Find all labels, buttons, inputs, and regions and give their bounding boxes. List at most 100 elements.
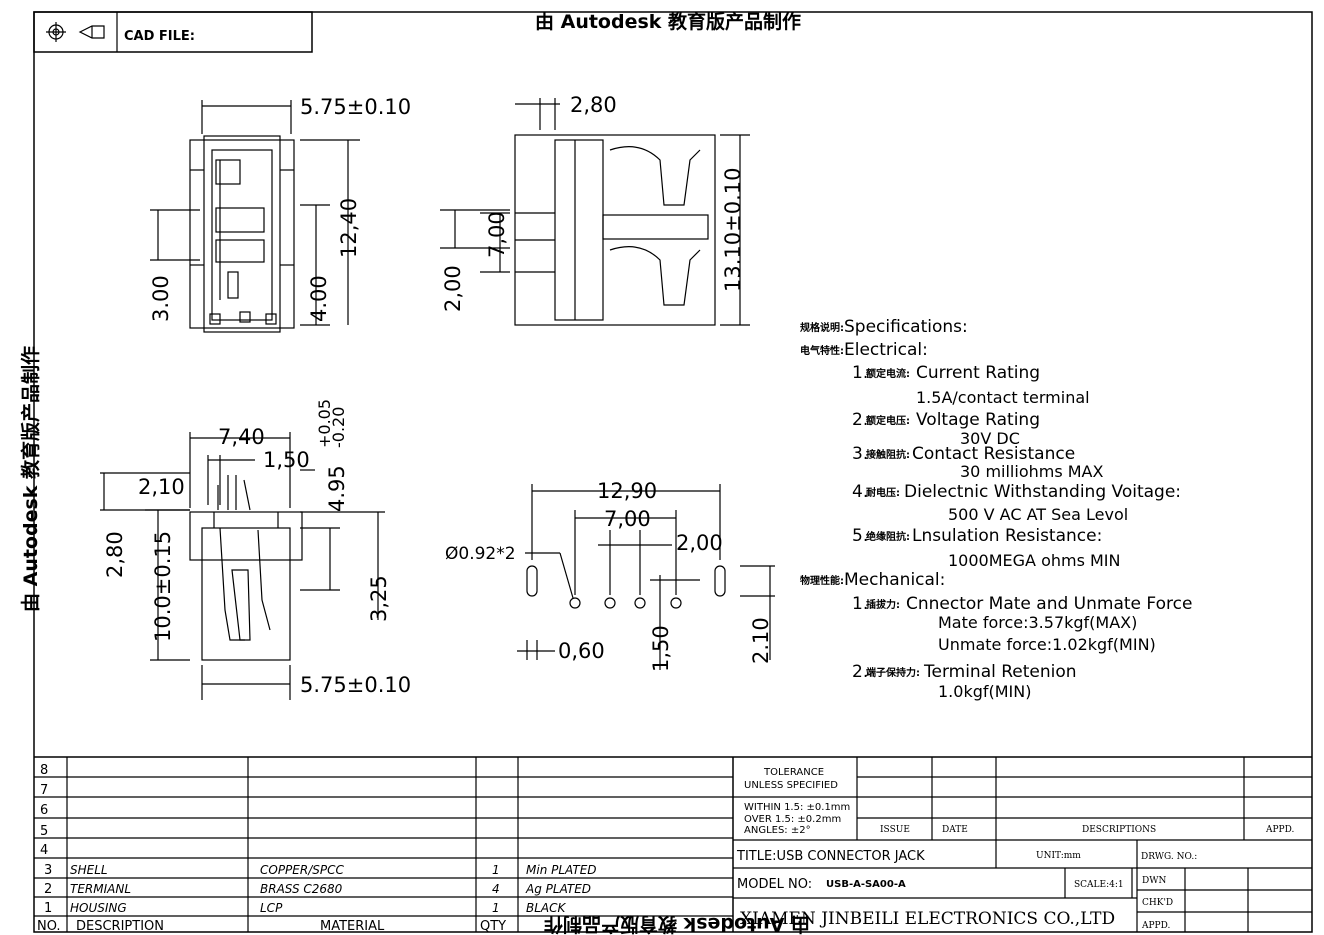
- chkd-label: CHK'D: [1142, 898, 1173, 908]
- spec-l16: Unmate force:1.02kgf(MIN): [938, 635, 1156, 654]
- bom-item-no: 3: [44, 863, 52, 878]
- company-name: XIAMEN JINBEILI ELECTRONICS CO.,LTD: [740, 909, 1115, 929]
- spec-l17: Terminal Retenion: [923, 662, 1077, 682]
- dim-7-40: 7,40: [218, 425, 265, 449]
- tol-over: OVER 1.5: ±0.2mm: [744, 814, 841, 825]
- dim-1-50: 1,50: [263, 448, 310, 472]
- dim-4-95: 4.95: [325, 465, 349, 512]
- dim-2-80-front: 2,80: [103, 531, 127, 578]
- spec-l14-num: 1.: [852, 594, 868, 614]
- dim-top-width: 5.75±0.10: [300, 95, 411, 119]
- spec-l7-cn: 接触阻抗:: [866, 448, 910, 461]
- unit-label: UNIT:mm: [1036, 851, 1081, 861]
- spec-l7: Contact Resistance: [912, 444, 1075, 464]
- dim-4-95-minus: -0.20: [329, 407, 348, 448]
- spec-l5: Voltage Rating: [916, 410, 1040, 430]
- dim-2-10: 2,10: [138, 475, 185, 499]
- watermark-left: 由 Autodesk 教育版产品制作: [19, 346, 42, 612]
- spec-l7-num: 3.: [852, 444, 868, 464]
- bom-item-no: 2: [44, 882, 52, 897]
- spec-l18: 1.0kgf(MIN): [938, 682, 1031, 701]
- bom-item-desc: TERMIANL: [70, 882, 131, 896]
- tol-subtitle: UNLESS SPECIFIED: [744, 780, 838, 791]
- tol-within: WITHIN 1.5: ±0.1mm: [744, 802, 850, 813]
- dim-3-00: 3.00: [149, 275, 173, 322]
- bom-header-material: MATERIAL: [320, 919, 385, 934]
- spec-l14-cn: 插拔力:: [866, 598, 900, 611]
- dim-4-00: 4.00: [307, 275, 331, 322]
- bom-header-no: NO.: [37, 919, 61, 934]
- spec-l13-cn: 物理性能:: [800, 574, 844, 587]
- pcb-layout: [517, 484, 775, 670]
- bom-item-qty: 4: [492, 882, 500, 896]
- sheet-border: [33, 11, 1313, 933]
- side-view: [440, 98, 750, 326]
- bom-item-no: 1: [44, 901, 52, 916]
- spec-l9-cn: 耐电压:: [866, 486, 900, 499]
- projection-symbol-icon: [46, 22, 105, 42]
- spec-l8: 30 milliohms MAX: [960, 462, 1104, 481]
- bom-row-num: 5: [40, 824, 48, 839]
- dim-pcb-2-00: 2,00: [676, 531, 723, 555]
- dim-12-40: 12,40: [337, 198, 361, 258]
- bom-header-desc: DESCRIPTION: [76, 919, 164, 934]
- bom-item-material: COPPER/SPCC: [260, 863, 344, 877]
- bom-item-desc: SHELL: [70, 863, 108, 877]
- bom-item-finish: Ag PLATED: [525, 882, 591, 896]
- dim-4-95-plus: +0.05: [315, 399, 334, 448]
- spec-l15: Mate force:3.57kgf(MAX): [938, 613, 1137, 632]
- watermark-bottom: 由 Autodesk 教育版产品制作: [544, 913, 810, 935]
- bom-item-qty: 1: [492, 901, 500, 915]
- dim-pcb-1-50: 1,50: [649, 625, 673, 672]
- header-descriptions: DESCRIPTIONS: [1082, 825, 1156, 835]
- dim-pcb-12-90: 12,90: [597, 479, 657, 503]
- spec-l1: Specifications:: [844, 317, 968, 337]
- spec-l3: Current Rating: [916, 363, 1040, 383]
- front-view: [100, 432, 385, 700]
- dim-pcb-2-10: 2.10: [749, 617, 773, 664]
- dim-pcb-7-00: 7,00: [604, 507, 651, 531]
- dim-2-80: 2,80: [570, 93, 617, 117]
- drawing-title: TITLE:USB CONNECTOR JACK: [736, 849, 925, 864]
- bom-item-finish: BLACK: [526, 901, 567, 915]
- bom-row-num: 8: [40, 763, 48, 778]
- watermark-top: 由 Autodesk 教育版产品制作: [535, 10, 801, 33]
- spec-l17-cn: 端子保持力:: [866, 666, 920, 679]
- dim-13-10: 13.10±0.10: [721, 168, 745, 292]
- specifications: 规格说明: Specifications: 电气特性: Electrical: …: [800, 317, 1192, 701]
- bom-row-num: 7: [40, 783, 48, 798]
- spec-l17-num: 2.: [852, 662, 868, 682]
- bom-table: [34, 756, 1312, 932]
- scale-label: SCALE:4:1: [1074, 880, 1124, 890]
- spec-l3-cn: 额定电流:: [866, 367, 910, 380]
- spec-l14: Cnnector Mate and Unmate Force: [906, 594, 1192, 614]
- tol-title: TOLERANCE: [763, 767, 824, 778]
- spec-l2-cn: 电气特性:: [800, 344, 844, 357]
- spec-l12: 1000MEGA ohms MIN: [948, 551, 1121, 570]
- spec-l9: Dielectnic Withstanding Voitage:: [904, 482, 1181, 502]
- title-block: [733, 757, 1312, 932]
- spec-l11-num: 5.: [852, 526, 868, 546]
- model-number: USB-A-SA00-A: [826, 879, 906, 890]
- cad-header: CAD FILE:: [33, 11, 313, 53]
- spec-l13: Mechanical:: [844, 570, 945, 590]
- bom-item-qty: 1: [492, 863, 500, 877]
- dim-3-25: 3,25: [367, 575, 391, 622]
- bom-item-finish: Min PLATED: [526, 863, 597, 877]
- spec-l6: 30V DC: [960, 429, 1020, 448]
- appd-label: APPD.: [1141, 921, 1171, 931]
- bom-row-num: 6: [40, 803, 48, 818]
- header-date: DATE: [942, 825, 968, 835]
- dim-pcb-hole: Ø0.92*2: [445, 544, 516, 564]
- spec-l11: Lnsulation Resistance:: [912, 526, 1102, 546]
- bom-row-num: 4: [40, 843, 48, 858]
- dim-7-00: 7,00: [485, 211, 509, 258]
- bom-header-qty: QTY: [480, 919, 506, 934]
- spec-l2: Electrical:: [844, 340, 928, 360]
- bom-item-material: BRASS C2680: [260, 882, 343, 896]
- dwn-label: DWN: [1142, 876, 1166, 886]
- model-label: MODEL NO:: [737, 877, 812, 892]
- cad-file-label: CAD FILE:: [124, 29, 195, 44]
- dim-2-00: 2,00: [441, 265, 465, 312]
- dim-pcb-0-60: 0,60: [558, 639, 605, 663]
